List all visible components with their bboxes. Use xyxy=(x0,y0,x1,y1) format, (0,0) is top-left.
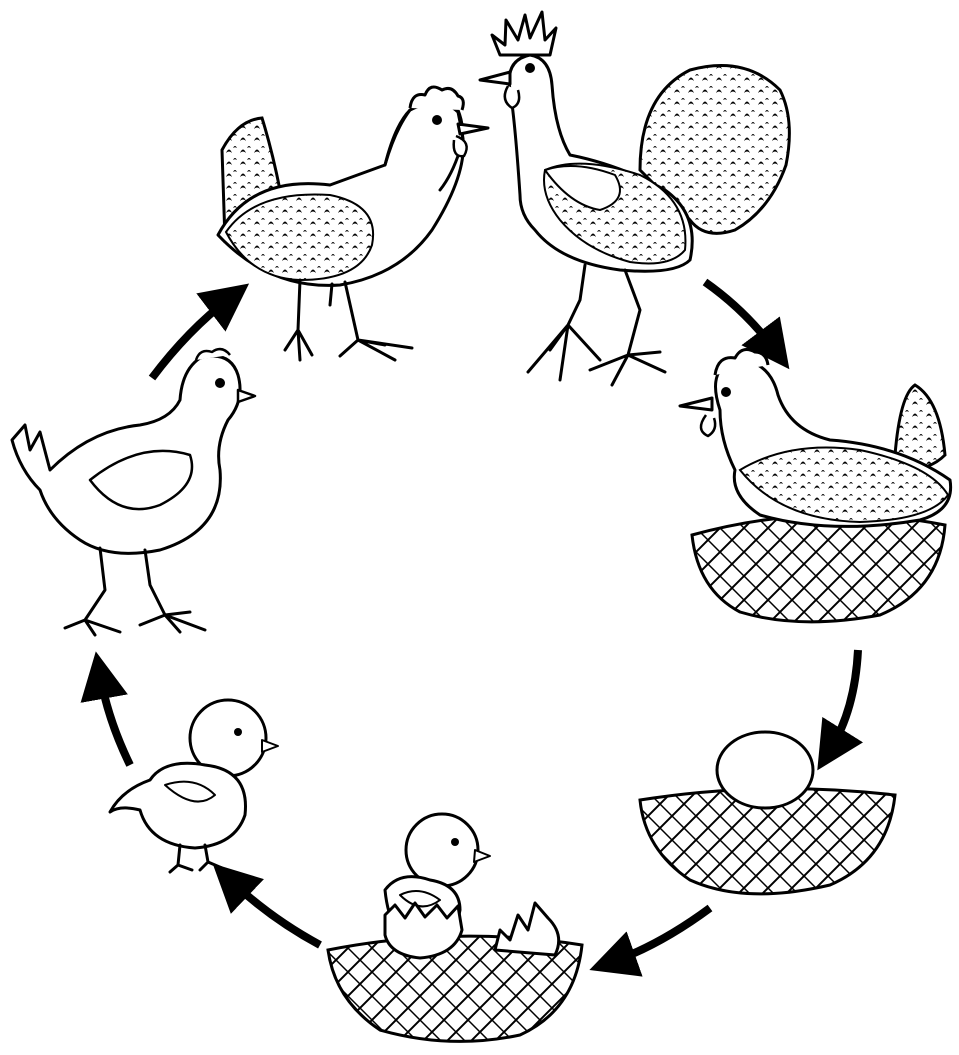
rooster-icon xyxy=(480,12,789,385)
arrow-egg-to-hatching xyxy=(612,908,710,962)
arrow-brooding-to-egg xyxy=(830,650,858,750)
brooding-hen-icon xyxy=(680,350,951,622)
hen-icon xyxy=(218,87,488,360)
egg-in-nest-icon xyxy=(640,732,895,894)
arrow-chick-to-young xyxy=(100,675,130,765)
hatching-chick-icon xyxy=(328,814,582,1041)
chick-icon xyxy=(110,700,278,872)
arrow-rooster-to-brooding xyxy=(705,282,775,350)
young-chicken-icon xyxy=(12,349,255,635)
arrow-hatching-to-chick xyxy=(230,880,320,945)
